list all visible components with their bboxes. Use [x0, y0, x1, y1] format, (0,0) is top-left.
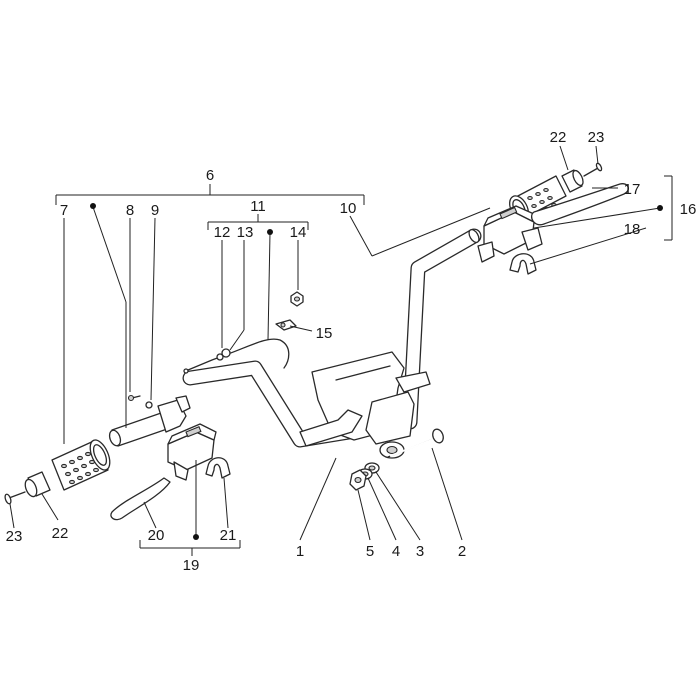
clamp-18	[509, 253, 537, 275]
callout-labels: 6 7 8 9 10 11 12 13 14 15 1 2 3 4 5 20 2…	[6, 129, 697, 574]
reference-dots	[90, 203, 663, 540]
callout-10: 10	[340, 200, 357, 217]
callout-21: 21	[220, 527, 237, 544]
brake-lever-left	[110, 477, 171, 521]
callout-23-left: 23	[6, 528, 23, 545]
callout-9: 9	[151, 202, 159, 219]
callout-12: 12	[214, 224, 231, 241]
callout-20: 20	[148, 527, 165, 544]
screw-23-right	[583, 162, 603, 177]
callout-22-right: 22	[550, 129, 567, 146]
callout-16: 16	[680, 201, 697, 218]
callout-13: 13	[237, 224, 254, 241]
screw-8	[127, 394, 141, 402]
callout-18: 18	[624, 221, 641, 238]
clip-15	[275, 319, 297, 331]
bar-end-weight-left	[24, 471, 51, 498]
nut-14	[290, 291, 304, 307]
callout-11: 11	[250, 198, 266, 215]
callout-14: 14	[290, 224, 307, 241]
callout-17: 17	[624, 181, 641, 198]
callout-2: 2	[458, 543, 466, 560]
bolt	[387, 428, 444, 458]
leader-lines	[9, 145, 673, 556]
brake-master-cylinder-left	[167, 423, 217, 481]
throttle-cable	[183, 338, 290, 374]
callout-8: 8	[126, 202, 134, 219]
mounting-bracket	[299, 351, 431, 459]
callout-4: 4	[392, 543, 400, 560]
callout-1: 1	[296, 543, 304, 560]
throttle-twist-grip	[108, 395, 191, 447]
nut-5	[349, 469, 367, 491]
left-grip	[51, 439, 111, 491]
callout-23-right: 23	[588, 129, 605, 146]
callout-22-left: 22	[52, 525, 69, 542]
callout-7: 7	[60, 202, 68, 219]
clamp-21	[205, 457, 231, 479]
callout-5: 5	[366, 543, 374, 560]
callout-19: 19	[183, 557, 200, 574]
screw-23-left	[4, 491, 26, 505]
bar-end-weight-right	[561, 169, 584, 193]
callout-3: 3	[416, 543, 424, 560]
callout-15: 15	[316, 325, 333, 342]
screw-9	[145, 401, 153, 409]
brake-master-cylinder-right	[477, 205, 543, 263]
callout-6: 6	[206, 167, 214, 184]
brake-lever-right	[530, 183, 629, 226]
